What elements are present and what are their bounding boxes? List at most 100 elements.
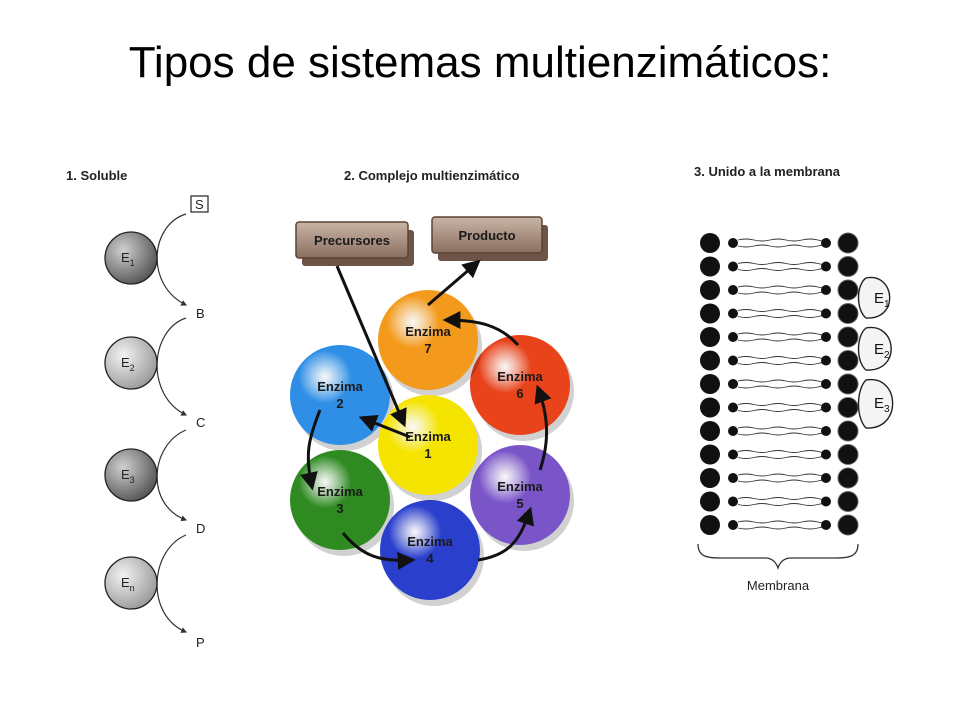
lipid-head — [837, 256, 859, 277]
enzyme-3-sphere — [290, 450, 390, 550]
enzyme-4-sphere — [380, 500, 480, 600]
complejo-heading: 2. Complejo multienzimático — [344, 168, 520, 183]
lipid-head — [837, 514, 859, 536]
lipid-head — [821, 520, 831, 530]
lipid-tails — [737, 285, 824, 295]
lipid-tails — [737, 450, 824, 459]
lipid-head — [837, 279, 859, 301]
precursor-label: Precursores — [314, 233, 390, 248]
lipid-head — [728, 426, 738, 436]
lipid-head — [728, 261, 738, 272]
arrow-enzyme-6-to-7 — [442, 311, 520, 347]
lipid-tails — [737, 238, 824, 248]
lipid-head — [837, 373, 859, 395]
enzyme-6-label: Enzima — [497, 369, 543, 384]
enzyme-2-label: Enzima — [317, 379, 363, 394]
enzyme-6-sphere — [470, 335, 570, 435]
slide-title: Tipos de sistemas multienzimáticos: — [128, 38, 832, 87]
arrow-enzyme-3-to-4 — [341, 532, 416, 570]
lipid-head — [700, 374, 720, 394]
arrow-enzyme-4-to-5 — [477, 506, 534, 562]
enzyme-7-number: 7 — [424, 341, 431, 356]
product-box — [431, 216, 543, 254]
lipid-head — [821, 402, 831, 413]
lipid-head — [728, 355, 738, 366]
membrane-enzyme-shape — [857, 326, 892, 371]
enzyme-6-number: 6 — [516, 386, 523, 401]
lipid-tails — [737, 473, 824, 483]
soluble-arrow-1 — [156, 213, 188, 306]
soluble-heading: 1. Soluble — [66, 168, 127, 183]
lipid-tails — [737, 497, 824, 506]
enzyme-5-number: 5 — [516, 496, 523, 511]
lipid-head — [837, 444, 859, 465]
lipid-head — [728, 496, 738, 507]
lipid-head — [728, 520, 738, 530]
enzyme-1-number: 1 — [424, 446, 431, 461]
lipid-head — [821, 449, 831, 460]
soluble-enzyme-circle — [104, 231, 158, 285]
lipid-head — [821, 355, 831, 366]
lipid-head — [821, 426, 831, 436]
lipid-head — [837, 397, 859, 418]
lipid-head — [837, 350, 859, 371]
enzyme-1-sphere — [378, 395, 478, 495]
lipid-head — [821, 285, 831, 295]
enzyme-5-label: Enzima — [497, 479, 543, 494]
lipid-head — [700, 515, 720, 535]
arrow-precursor-to-enzyme-1 — [335, 265, 407, 428]
product-label: Producto — [458, 228, 515, 243]
lipid-head — [821, 379, 831, 389]
lipid-head — [700, 256, 720, 277]
precursor-box — [295, 221, 409, 259]
lipid-head — [728, 308, 738, 319]
enzyme-3-label: Enzima — [317, 484, 363, 499]
arrow-enzyme-5-to-6 — [534, 384, 552, 471]
lipid-head — [700, 233, 720, 253]
lipid-head — [728, 285, 738, 295]
lipid-tails — [737, 379, 824, 389]
lipid-head — [700, 280, 720, 300]
lipid-head — [700, 468, 720, 488]
enzyme-2-sphere — [290, 345, 390, 445]
membrane-enzyme-3-label: E3 — [874, 395, 890, 415]
soluble-arrow-3 — [156, 429, 188, 522]
lipid-head — [728, 473, 738, 483]
panel-complejo: 2. Complejo multienzimático Precursores … — [290, 168, 574, 606]
intermediate-c: C — [196, 415, 205, 430]
enzyme-5-sphere — [470, 445, 570, 545]
lipid-tails — [737, 332, 824, 342]
lipid-head — [700, 350, 720, 371]
lipid-head — [821, 238, 831, 248]
soluble-arrow-2 — [156, 317, 188, 416]
lipid-head — [837, 232, 859, 254]
lipid-tails — [737, 356, 824, 365]
enzyme-7-label: Enzima — [405, 324, 451, 339]
enzyme-4-label: Enzima — [407, 534, 453, 549]
lipid-head — [700, 491, 720, 512]
arrow-enzyme-1-to-2 — [358, 414, 411, 439]
membrana-label: Membrana — [747, 578, 810, 593]
soluble-enzyme-circle — [104, 448, 158, 502]
lipid-tails — [737, 426, 824, 436]
soluble-enzyme-n-label: En — [121, 575, 135, 593]
substrate-box — [190, 195, 209, 213]
lipid-head — [700, 444, 720, 465]
substrate-label: S — [195, 197, 204, 212]
intermediate-d: D — [196, 521, 205, 536]
lipid-head — [728, 238, 738, 248]
panel-membrana: 3. Unido a la membrana E1 E2 E3 Membrana — [694, 164, 894, 593]
soluble-enzyme-2-label: E2 — [121, 355, 135, 373]
lipid-head — [821, 332, 831, 342]
enzyme-3-number: 3 — [336, 501, 343, 516]
enzyme-spheres: Enzima2Enzima3Enzima4Enzima5Enzima6Enzim… — [290, 290, 574, 606]
lipid-head — [837, 467, 859, 489]
soluble-enzyme-1-label: E1 — [121, 250, 135, 268]
membrane-enzyme-shape — [857, 379, 894, 429]
membrane-enzyme-2-label: E2 — [874, 341, 890, 361]
soluble-enzyme-3-label: E3 — [121, 467, 135, 485]
soluble-arrow-4 — [156, 534, 188, 633]
lipid-head — [837, 420, 859, 442]
membrane-enzyme-shape — [857, 276, 891, 319]
